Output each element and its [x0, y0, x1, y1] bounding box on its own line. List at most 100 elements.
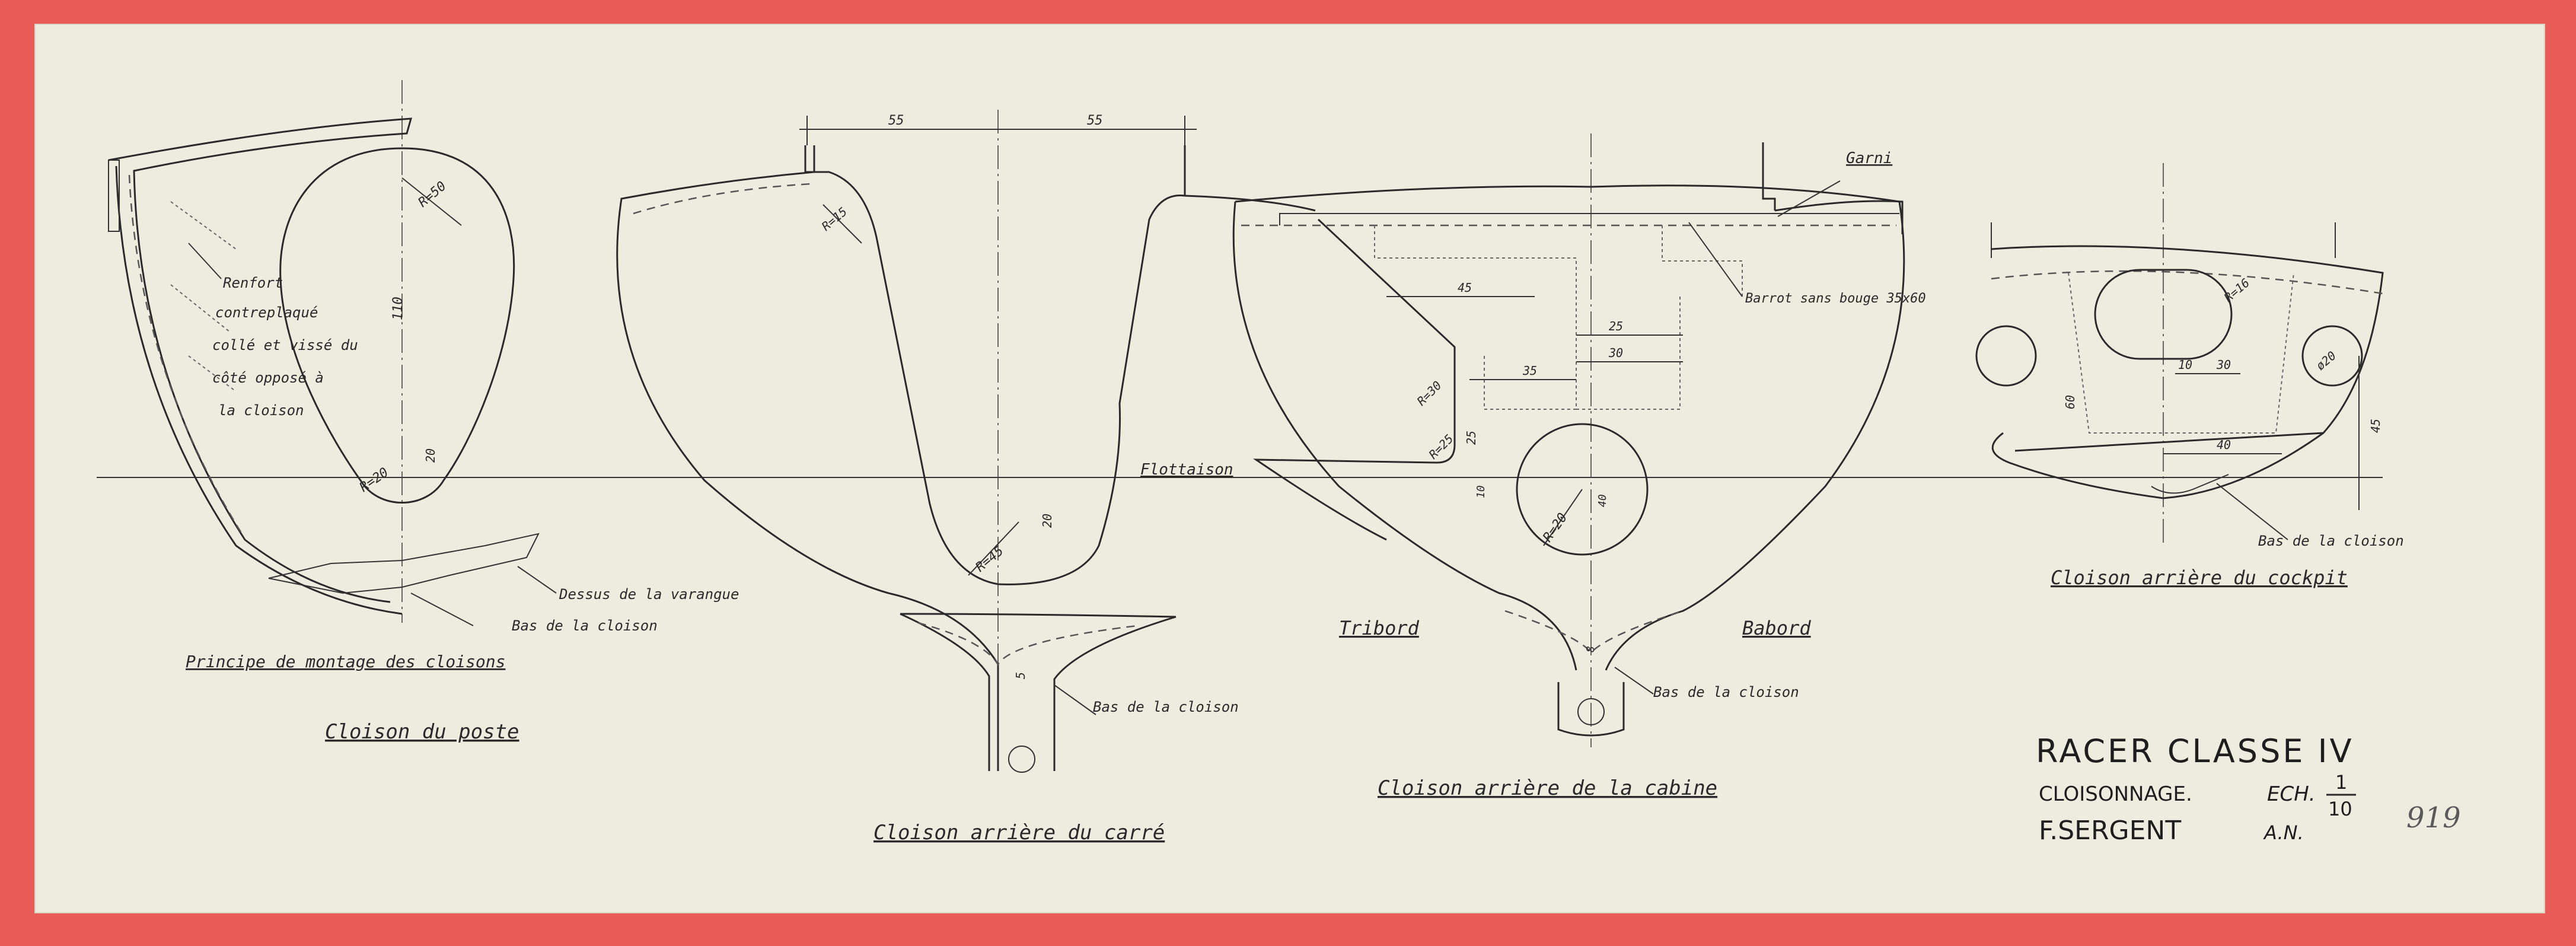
note-line-1: Renfort: [223, 275, 283, 291]
scale-prefix: ECH.: [2267, 782, 2316, 806]
poste-radius2: R=20: [357, 465, 391, 495]
hull-poste-outline: [108, 117, 413, 603]
keel-carre-right: [1053, 616, 1177, 771]
principle-label: Principe de montage des cloisons: [186, 652, 505, 671]
cabine-radius2-leader: [1543, 489, 1583, 546]
drawing-sheet: R=50 110 R=20 20 Renfort contreplaqué co…: [34, 24, 2545, 913]
carre-radius1: R=15: [819, 204, 850, 233]
opening-poste: [279, 147, 515, 504]
dessus-leader: [517, 566, 557, 594]
carre-dim2: 5: [1013, 672, 1028, 679]
caption-cockpit: Cloison arrière du cockpit: [2051, 566, 2348, 589]
cabine-dim-3: 35: [1522, 364, 1537, 378]
garni-leader: [1777, 180, 1841, 217]
cockpit-well: [2068, 272, 2294, 434]
radius-leader-poste: [401, 177, 462, 226]
carre-radius2-leader: [968, 521, 1019, 576]
carre-dim1: 20: [1040, 514, 1054, 528]
cockpit-radius1: R=16: [2221, 275, 2252, 304]
carre-radius1-leader: [822, 204, 862, 244]
opening-cockpit: [2094, 269, 2233, 360]
porthole-cockpit-right: [2301, 325, 2363, 387]
beam-carre: [633, 183, 812, 215]
bolt-carre: [1008, 746, 1035, 773]
drawing-author: F.SERGENT: [2039, 816, 2181, 846]
hull-carre-port: [616, 145, 999, 771]
renfort-leader: [188, 243, 222, 279]
bottom-carre: [900, 613, 1177, 618]
varangue: [268, 533, 540, 594]
beam-cockpit: [1991, 270, 2383, 295]
cabine-dim-d4: 8: [1585, 646, 1597, 652]
section-cockpit: R=16 10 30 ø20 60 40 45 Bas de la cloiso…: [1975, 163, 2404, 589]
carre-bas-leader: [1054, 684, 1096, 715]
cabine-bas-leader: [1614, 667, 1654, 695]
cabine-dim-2: 30: [1608, 346, 1623, 360]
carre-dim-left: 55: [888, 113, 904, 128]
scale-numerator: 1: [2335, 771, 2347, 794]
technical-drawing: R=50 110 R=20 20 Renfort contreplaqué co…: [97, 80, 2461, 846]
cockpit-dim4: 60: [2063, 395, 2077, 409]
cockpit-floor-detail: [2151, 474, 2229, 494]
note-line-5: la cloison: [218, 402, 304, 419]
cabine-radius1: R=30: [1414, 378, 1445, 409]
cockpit-bas-label: Bas de la cloison: [2258, 533, 2404, 549]
author-suffix: A.N.: [2263, 821, 2304, 844]
cabine-dim-d3: 40: [1596, 494, 1609, 507]
cockpit-dim1: 10: [2178, 358, 2192, 372]
cabine-dim-d2: 10: [1475, 485, 1487, 498]
floor-carre: [917, 622, 1138, 666]
renfort-hatching: [170, 201, 237, 392]
tribord-label: Tribord: [1339, 617, 1420, 639]
cabine-dim-d1: 25: [1464, 431, 1478, 445]
opening-carre: [804, 145, 1185, 585]
note-line-3: collé et vissé du: [212, 337, 358, 353]
poste-bas-label: Bas de la cloison: [512, 617, 658, 634]
bolt-cabine: [1577, 698, 1605, 725]
title-block: RACER CLASSE IV CLOISONNAGE. ECH. 1 10 F…: [2036, 732, 2461, 846]
deck-edge-poste: [108, 160, 120, 232]
hull-poste-outer: [115, 165, 403, 615]
drawing-title: RACER CLASSE IV: [2036, 732, 2354, 770]
caption-poste: Cloison du poste: [325, 720, 519, 744]
keel-carre-left: [900, 613, 990, 771]
section-poste: R=50 110 R=20 20 Renfort contreplaqué co…: [108, 80, 739, 744]
drawing-subtitle: CLOISONNAGE.: [2039, 782, 2192, 806]
joinery-cabine: [1374, 225, 1743, 410]
carre-radius2: R=45: [973, 543, 1007, 575]
garni-label: Garni: [1846, 149, 1892, 167]
caption-cabine: Cloison arrière de la cabine: [1378, 776, 1717, 800]
hull-cockpit: [1991, 245, 2384, 499]
barrot-label: Barrot sans bouge 35x60: [1745, 291, 1926, 306]
note-line-2: contreplaqué: [215, 304, 318, 321]
cockpit-sole: [2014, 432, 2324, 452]
poste-bas-leader: [410, 593, 474, 626]
poste-dim1: 110: [391, 297, 406, 320]
caption-carre: Cloison arrière du carré: [873, 821, 1165, 845]
keel-cabine: [1557, 682, 1625, 737]
babord-label: Babord: [1742, 617, 1811, 639]
scale-denominator: 10: [2328, 798, 2352, 820]
flottaison-label: Flottaison: [1140, 461, 1233, 479]
section-cabine: Garni Barrot sans bouge 35x60 45 25 30 3…: [1232, 133, 1926, 800]
opening-cabine: [1252, 218, 1456, 541]
carre-dim-right: 55: [1087, 113, 1103, 128]
cockpit-dim3: ø20: [2313, 348, 2339, 373]
hull-poste-frame: [128, 174, 243, 534]
cockpit-dim2: 30: [2216, 358, 2231, 372]
poste-dim2: 20: [423, 448, 438, 463]
cabine-dim-0: 45: [1458, 281, 1472, 295]
barrot-leader: [1688, 222, 1743, 297]
hull-cabine-stbd: [1235, 184, 1905, 671]
cabine-bas-label: Bas de la cloison: [1653, 684, 1799, 700]
cockpit-bas-leader: [2216, 483, 2288, 540]
sheet-number: 919: [2406, 801, 2461, 834]
note-line-4: côté opposé à: [212, 370, 324, 386]
poste-radius1: R=50: [416, 179, 449, 210]
carre-bas-label: Bas de la cloison: [1093, 699, 1239, 715]
cabine-radius2: R=20: [1540, 511, 1570, 545]
porthole-cockpit-left: [1975, 325, 2037, 387]
hull-cabine-port: [1232, 201, 1577, 671]
cockpit-dim5: 40: [2217, 438, 2231, 452]
cockpit-dim6: 45: [2368, 419, 2383, 433]
